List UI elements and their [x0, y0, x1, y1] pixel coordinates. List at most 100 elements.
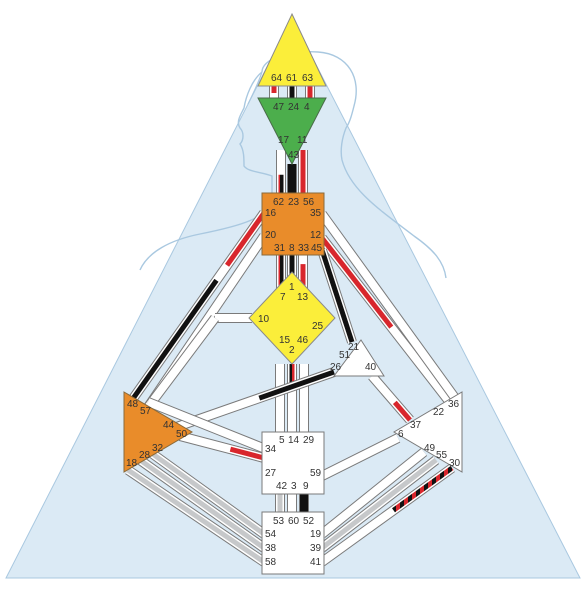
- gate-52: 52: [303, 516, 315, 527]
- gate-13: 13: [297, 292, 309, 303]
- channel-18-58: [125, 465, 267, 567]
- gate-31: 31: [274, 243, 286, 254]
- channel-16-48: [127, 210, 269, 403]
- channel-50-27: [178, 431, 266, 463]
- gate-16: 16: [265, 208, 277, 219]
- channel-49-19: [318, 448, 428, 538]
- channel-26-44-segment: [258, 369, 335, 401]
- channel-34-57: [146, 397, 270, 455]
- gate-8: 8: [289, 243, 295, 254]
- gate-55: 55: [436, 450, 448, 461]
- gate-3: 3: [291, 481, 297, 492]
- gate-33: 33: [298, 243, 310, 254]
- gate-50: 50: [176, 429, 188, 440]
- gate-18: 18: [126, 458, 138, 469]
- channel-55-39: [318, 456, 440, 552]
- gate-25: 25: [312, 321, 324, 332]
- gate-42: 42: [276, 481, 288, 492]
- gate-14: 14: [288, 435, 300, 446]
- root-center[interactable]: [261, 511, 325, 575]
- channel-55-39-segment: [320, 458, 438, 550]
- gate-40: 40: [365, 362, 377, 373]
- channel-35-36-segment: [318, 211, 462, 405]
- sacral-center[interactable]: [261, 431, 325, 495]
- heart-center[interactable]: [333, 339, 385, 377]
- gate-30: 30: [449, 458, 461, 469]
- channel-34-57-segment: [146, 398, 270, 454]
- gate-38: 38: [265, 543, 277, 554]
- gate-5: 5: [279, 435, 285, 446]
- gate-45: 45: [311, 243, 323, 254]
- gate-57: 57: [140, 406, 152, 417]
- channel-35-36: [317, 211, 463, 405]
- gate-23: 23: [288, 197, 300, 208]
- gate-62: 62: [273, 197, 285, 208]
- gate-54: 54: [265, 529, 277, 540]
- gate-19: 19: [310, 529, 322, 540]
- gate-7: 7: [280, 292, 286, 303]
- channel-45-21: [317, 248, 357, 344]
- gate-29: 29: [303, 435, 315, 446]
- channel-28-38-segment: [138, 457, 266, 551]
- gate-48: 48: [127, 399, 139, 410]
- channel-12-22: [318, 234, 452, 404]
- gate-2: 2: [289, 345, 295, 356]
- gate-4: 4: [304, 102, 310, 113]
- gate-63: 63: [302, 73, 314, 84]
- head-center[interactable]: [257, 12, 327, 87]
- gate-36: 36: [448, 399, 460, 410]
- gate-49: 49: [424, 443, 436, 454]
- body-silhouette: [139, 51, 447, 279]
- channel-10-57: [142, 315, 219, 413]
- solar-plexus-center[interactable]: [393, 391, 463, 473]
- channel-50-27-segment: [229, 446, 265, 461]
- channel-59-6: [319, 433, 401, 481]
- gate-47: 47: [273, 102, 285, 113]
- gate-12: 12: [310, 230, 322, 241]
- g-center[interactable]: [248, 271, 336, 365]
- gate-59: 59: [310, 468, 322, 479]
- gate-46: 46: [297, 335, 309, 346]
- gate-32: 32: [152, 443, 164, 454]
- gate-22: 22: [433, 407, 445, 418]
- gate-58: 58: [265, 557, 277, 568]
- gate-39: 39: [310, 543, 322, 554]
- gate-28: 28: [139, 450, 151, 461]
- gate-53: 53: [273, 516, 285, 527]
- channel-40-37-segment: [392, 400, 412, 422]
- channel-30-41: [319, 463, 455, 567]
- channel-32-54-segment: [148, 449, 266, 537]
- channel-28-38: [137, 455, 267, 553]
- gate-56: 56: [303, 197, 315, 208]
- gate-6: 6: [398, 429, 404, 440]
- gate-20: 20: [265, 230, 277, 241]
- gate-10: 10: [258, 314, 270, 325]
- gate-24: 24: [288, 102, 300, 113]
- gate-1: 1: [289, 282, 295, 293]
- face-profile: [247, 71, 263, 105]
- throat-center[interactable]: [261, 192, 325, 256]
- channel-45-21-segment: [319, 249, 355, 343]
- channel-59-6-segment: [320, 434, 400, 480]
- spleen-center[interactable]: [123, 391, 193, 473]
- channel-16-48-segment: [129, 278, 219, 402]
- channel-10-57-segment: [142, 315, 219, 413]
- gate-9: 9: [303, 481, 309, 492]
- gate-35: 35: [310, 208, 322, 219]
- gate-43: 43: [288, 150, 300, 161]
- gate-11: 11: [297, 135, 308, 146]
- gate-64: 64: [271, 73, 283, 84]
- channel-12-22-segment: [320, 236, 394, 329]
- gate-21: 21: [348, 342, 360, 353]
- ajna-center[interactable]: [257, 97, 327, 166]
- channel-32-54: [147, 447, 267, 539]
- channel-49-19-segment: [319, 448, 427, 538]
- gate-17: 17: [278, 135, 290, 146]
- gate-61: 61: [286, 73, 298, 84]
- gate-34: 34: [265, 444, 277, 455]
- gate-44: 44: [163, 420, 175, 431]
- channel-30-41-segment: [392, 465, 454, 513]
- gate-15: 15: [279, 335, 291, 346]
